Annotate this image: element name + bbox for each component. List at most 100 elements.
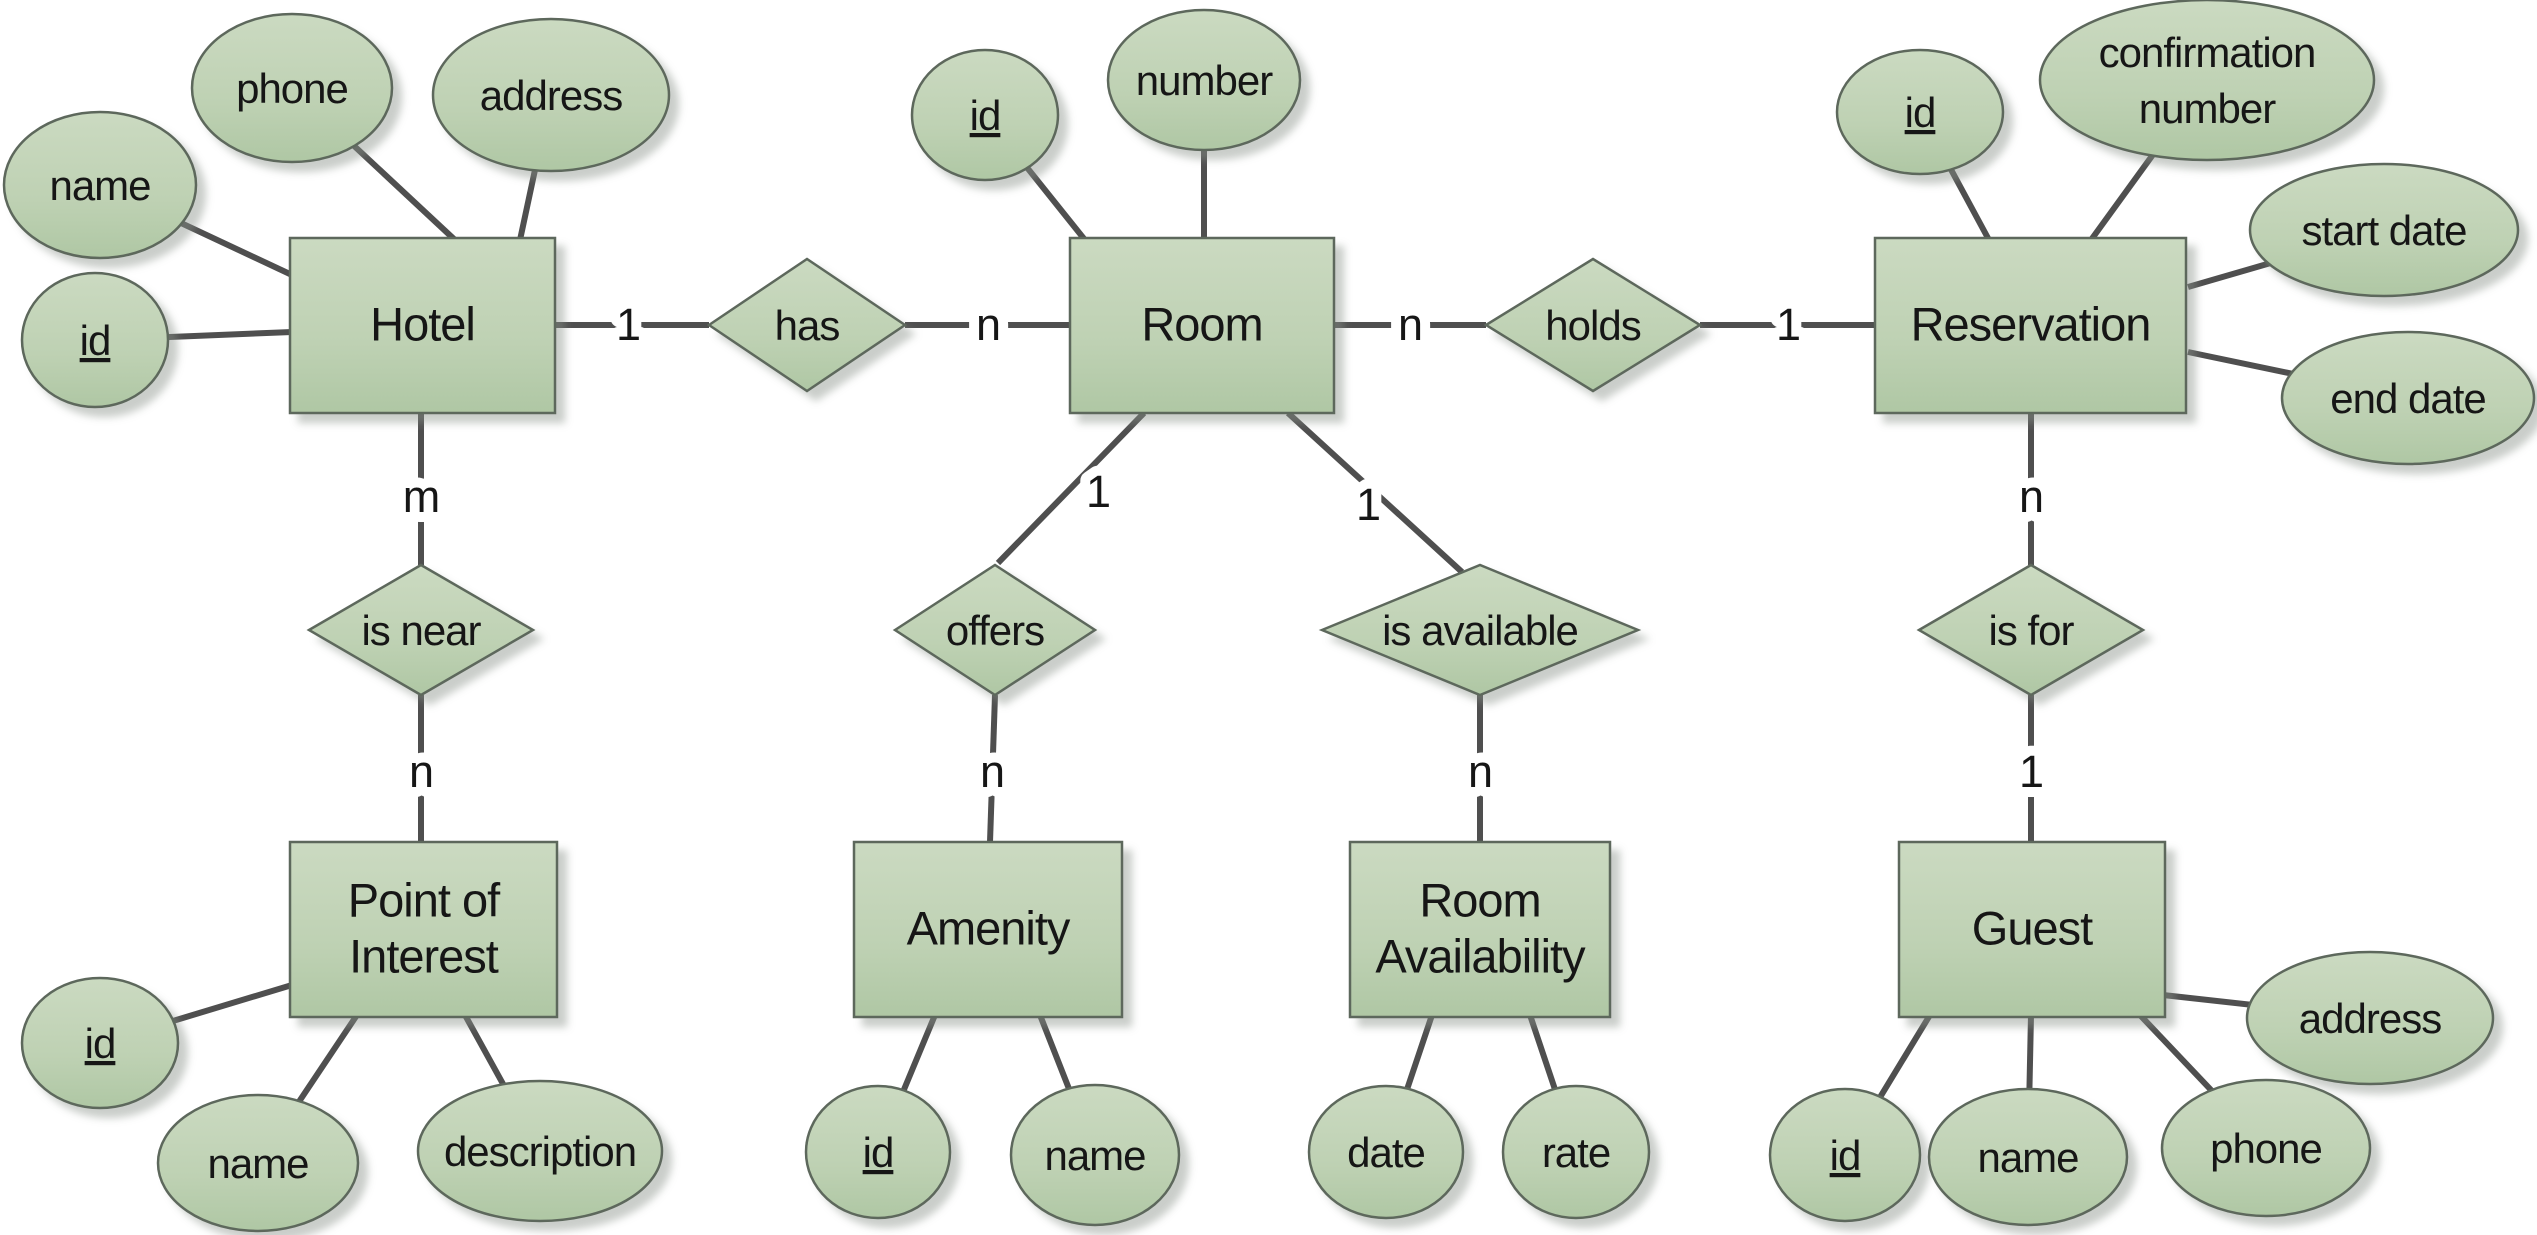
relationship-diamond-is-for: [1916, 563, 2146, 697]
entity-label-amenity: Amenity: [907, 902, 1071, 955]
attribute-poi-description: description: [416, 1079, 664, 1223]
entity-guest: Guest: [1897, 840, 2167, 1019]
attribute-ellipse-amenity-id: [804, 1084, 952, 1220]
entity-rect-guest: [1897, 840, 2167, 1019]
attribute-label-hotel-name: name: [49, 162, 150, 209]
attribute-amenity-id: id: [804, 1084, 952, 1220]
attribute-label-guest-id: id: [1830, 1132, 1861, 1179]
attribute-label-reservation-end-date: end date: [2330, 375, 2486, 422]
relationship-diamond-is-near: [306, 563, 536, 697]
attribute-ellipse-room-availability-rate: [1501, 1084, 1651, 1220]
entity-rect-point-of-interest: [288, 840, 559, 1019]
attribute-ellipse-room-number: [1106, 8, 1302, 152]
attribute-guest-phone: phone: [2160, 1078, 2372, 1218]
attribute-reservation-start-date: start date: [2248, 162, 2520, 298]
attribute-ellipse-reservation-id: [1835, 48, 2005, 176]
attribute-label-amenity-name: name: [1044, 1132, 1145, 1179]
entity-amenity: Amenity: [852, 840, 1124, 1019]
relationship-connector-lines: [418, 322, 2034, 843]
entity-rect-room-availability: [1348, 840, 1612, 1019]
attribute-guest-name: name: [1927, 1087, 2129, 1227]
entity-label-room: Room: [1141, 298, 1262, 351]
attribute-poi-name: name: [156, 1093, 360, 1233]
attribute-guest-id: id: [1768, 1087, 1922, 1223]
attribute-hotel-id: id: [20, 271, 170, 409]
relationship-is-near: is near: [306, 563, 536, 697]
cardinality-has-room: n: [976, 299, 1000, 350]
attribute-label-room-availability-rate: rate: [1542, 1129, 1610, 1176]
relationship-diamond-offers: [892, 563, 1098, 697]
entity-rect-amenity: [852, 840, 1124, 1019]
attribute-ellipse-reservation-start-date: [2248, 162, 2520, 298]
cardinality-is-near-point-of-interest: n: [409, 746, 433, 797]
relationship-is-for: is for: [1916, 563, 2146, 697]
attribute-ellipse-room-availability-date: [1307, 1084, 1465, 1220]
relationship-offers: offers: [892, 563, 1098, 697]
attribute-label-hotel-id: id: [80, 317, 111, 364]
cardinality-offers-amenity: n: [980, 746, 1004, 797]
entity-label-reservation: Reservation: [1911, 298, 2151, 351]
attribute-ellipse-reservation-confirmation-number: [2038, 0, 2376, 162]
relationship-label-is-available: is available: [1382, 607, 1578, 654]
relationship-label-holds: holds: [1545, 302, 1640, 349]
relationship-label-is-for: is for: [1988, 607, 2074, 654]
attribute-label-hotel-address: address: [480, 72, 622, 119]
attribute-hotel-phone: phone: [190, 12, 394, 164]
cardinality-room-is-available: 1: [1356, 479, 1380, 530]
attribute-room-number: number: [1106, 8, 1302, 152]
cardinality-is-available-room-availability: n: [1468, 746, 1492, 797]
attribute-ellipse-hotel-address: [431, 17, 671, 173]
attribute-label-poi-description: description: [444, 1128, 636, 1175]
attribute-ellipse-poi-id: [20, 976, 180, 1110]
entity-label-hotel: Hotel: [370, 298, 475, 351]
attribute-label-poi-id: id: [85, 1020, 116, 1067]
attribute-label-reservation-id: id: [1905, 89, 1936, 136]
connection-room-offers: [995, 410, 1147, 566]
attribute-ellipse-room-id: [910, 48, 1060, 182]
attribute-hotel-name: name: [2, 110, 198, 260]
relationship-is-available: is available: [1318, 563, 1642, 697]
relationship-diamonds: has holds is near offers is available is for: [306, 257, 2146, 697]
attribute-label-guest-phone: phone: [2210, 1125, 2322, 1172]
relationship-diamond-is-available: [1318, 563, 1642, 697]
entity-label-guest: Guest: [1972, 902, 2093, 955]
connection-room-is-available: [1285, 410, 1465, 575]
attribute-ellipse-hotel-phone: [190, 12, 394, 164]
attribute-ellipse-guest-phone: [2160, 1078, 2372, 1218]
attribute-label-guest-name: name: [1977, 1134, 2078, 1181]
relationship-has: has: [706, 257, 908, 393]
entity-room: Room: [1068, 236, 1336, 415]
attribute-label-room-id: id: [970, 92, 1001, 139]
cardinality-hotel-is-near: m: [403, 471, 440, 522]
attribute-ellipse-poi-name: [156, 1093, 360, 1233]
attribute-room-id: id: [910, 48, 1060, 182]
attribute-label-poi-name: name: [207, 1140, 308, 1187]
attribute-label-amenity-id: id: [863, 1129, 894, 1176]
attribute-label-room-availability-date: date: [1347, 1129, 1425, 1176]
attribute-ellipse-guest-name: [1927, 1087, 2129, 1227]
attribute-reservation-id: id: [1835, 48, 2005, 176]
entity-reservation: Reservation: [1873, 236, 2188, 415]
attribute-ellipse-guest-address: [2245, 950, 2495, 1086]
attribute-reservation-end-date: end date: [2280, 330, 2536, 466]
attribute-ellipse-reservation-end-date: [2280, 330, 2536, 466]
entity-rect-room: [1068, 236, 1336, 415]
attribute-label-guest-address: address: [2299, 995, 2441, 1042]
attribute-room-availability-rate: rate: [1501, 1084, 1651, 1220]
attribute-label-hotel-phone: phone: [236, 65, 348, 112]
entity-rect-reservation: [1873, 236, 2188, 415]
relationship-label-offers: offers: [946, 607, 1044, 654]
cardinality-reservation-is-for: n: [2019, 471, 2043, 522]
entity-hotel: Hotel: [288, 236, 557, 415]
attribute-room-availability-date: date: [1307, 1084, 1465, 1220]
cardinality-holds-reservation: 1: [1776, 299, 1800, 350]
connection-offers-amenity: [987, 694, 998, 843]
relationship-label-is-near: is near: [361, 607, 481, 654]
